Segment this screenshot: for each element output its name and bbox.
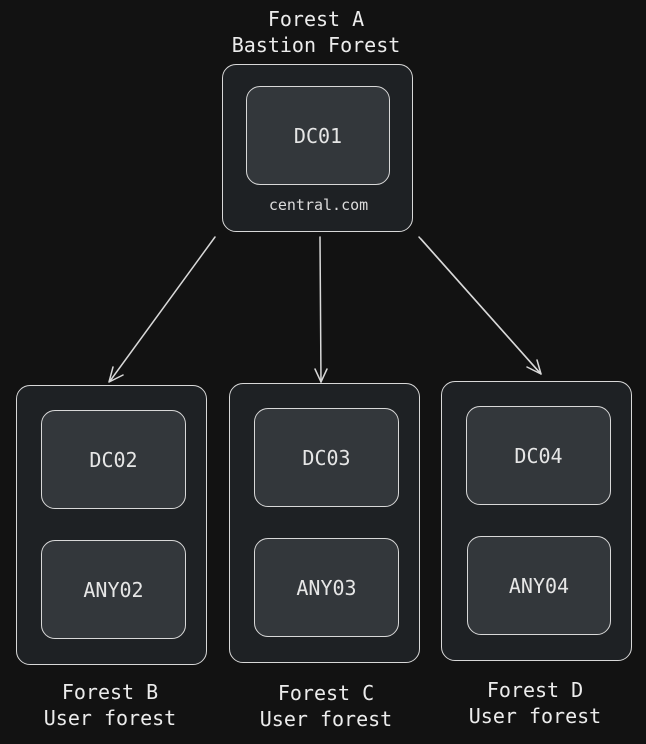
any04-node: ANY04 — [467, 536, 611, 635]
forest-a-caption: Forest A Bastion Forest — [216, 6, 416, 58]
forest-c-title: Forest C — [277, 681, 375, 705]
arrow-to-forest-d-2 — [420, 238, 542, 375]
any03-node: ANY03 — [254, 538, 399, 637]
dc03-label: DC03 — [302, 445, 351, 470]
any04-label: ANY04 — [508, 573, 570, 598]
forest-d-box: DC04 ANY04 — [441, 381, 632, 661]
forest-d-caption: Forest D User forest — [435, 677, 635, 729]
forest-c-caption: Forest C User forest — [226, 680, 426, 732]
any02-label: ANY02 — [83, 577, 144, 602]
forest-a-subtitle: Bastion Forest — [231, 33, 401, 57]
dc04-label: DC04 — [514, 443, 563, 468]
any02-node: ANY02 — [41, 540, 186, 639]
forest-b-title: Forest B — [61, 680, 159, 704]
arrow-to-forest-b — [109, 236, 216, 382]
any03-label: ANY03 — [296, 575, 357, 600]
dc02-node: DC02 — [41, 410, 186, 509]
forest-b-box: DC02 ANY02 — [16, 385, 207, 665]
dc04-node: DC04 — [466, 406, 611, 505]
forest-a-title: Forest A — [267, 7, 365, 31]
arrowhead-forest-c — [314, 368, 328, 383]
arrowhead-forest-d — [526, 359, 542, 375]
forest-c-subtitle: User forest — [259, 707, 393, 731]
forest-a-box: DC01 central.com — [222, 64, 413, 232]
arrow-to-forest-c — [319, 236, 322, 383]
dc01-label: DC01 — [293, 123, 343, 148]
forest-d-subtitle: User forest — [468, 704, 602, 728]
dc01-node: DC01 — [246, 86, 390, 185]
forest-d-title: Forest D — [486, 678, 584, 702]
forest-a-domain: central.com — [268, 196, 369, 214]
forest-c-box: DC03 ANY03 — [229, 383, 420, 663]
dc02-label: DC02 — [89, 447, 138, 472]
forest-b-caption: Forest B User forest — [10, 679, 210, 731]
dc03-node: DC03 — [254, 408, 399, 507]
forest-b-subtitle: User forest — [43, 706, 177, 730]
arrowhead-forest-b — [108, 366, 124, 383]
